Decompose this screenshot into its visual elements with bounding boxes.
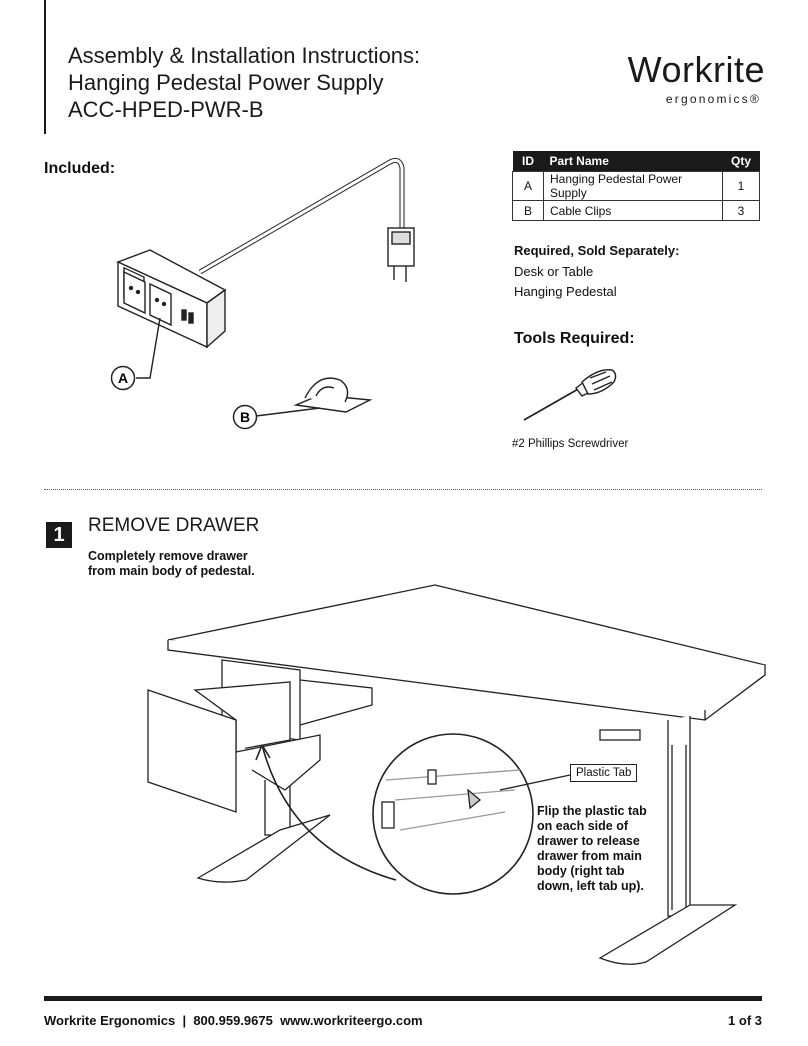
col-id: ID [512, 151, 544, 172]
title-line-1: Assembly & Installation Instructions: [68, 43, 421, 68]
parts-table: ID Part Name Qty A Hanging Pedestal Powe… [512, 151, 760, 221]
flip-line: drawer from main [537, 849, 642, 863]
flip-line: Flip the plastic tab [537, 804, 647, 818]
section-divider [44, 489, 762, 490]
row-qty: 1 [722, 171, 760, 201]
document-title: Assembly & Installation Instructions: Ha… [68, 42, 420, 123]
row-id: A [512, 171, 544, 201]
step-desc-line: from main body of pedestal. [88, 564, 255, 578]
footer-rule [44, 996, 762, 1001]
logo-wordmark: Workrite [627, 49, 765, 90]
step-number-badge: 1 [46, 522, 72, 548]
flip-line: on each side of [537, 819, 628, 833]
header-rule [44, 0, 46, 134]
workrite-logo: Workrite ergonomics® [560, 49, 765, 107]
callout-a-badge: A [110, 365, 136, 391]
row-name: Hanging Pedestal Power Supply [543, 171, 723, 201]
tools-heading: Tools Required: [514, 330, 635, 347]
row-name: Cable Clips [543, 200, 723, 221]
plastic-tab-callout: Plastic Tab [570, 764, 638, 782]
step-desc-line: Completely remove drawer [88, 549, 248, 563]
col-part-name: Part Name [543, 151, 723, 172]
callout-b-badge: B [232, 404, 258, 430]
screwdriver-icon [523, 369, 617, 421]
flip-line: body (right tab [537, 864, 625, 878]
title-line-3: ACC-HPED-PWR-B [68, 97, 264, 122]
footer-contact: Workrite Ergonomics | 800.959.9675 www.w… [44, 1013, 423, 1028]
step-description: Completely remove drawer from main body … [88, 549, 255, 579]
tool-caption: #2 Phillips Screwdriver [512, 438, 629, 450]
table-row: A Hanging Pedestal Power Supply 1 [512, 171, 760, 201]
flip-line: down, left tab up). [537, 879, 644, 893]
row-id: B [512, 200, 544, 221]
title-line-2: Hanging Pedestal Power Supply [68, 70, 384, 95]
callout-a-label: A [118, 370, 128, 386]
table-row: B Cable Clips 3 [512, 200, 760, 221]
row-qty: 3 [722, 200, 760, 221]
required-heading: Required, Sold Separately: [514, 243, 680, 258]
required-item: Hanging Pedestal [514, 284, 617, 299]
callout-b-label: B [240, 409, 250, 425]
parts-table-header: ID Part Name Qty [512, 151, 760, 172]
included-heading: Included: [44, 160, 116, 177]
col-qty: Qty [722, 151, 760, 172]
page-number: 1 of 3 [728, 1013, 762, 1028]
required-item: Desk or Table [514, 264, 594, 279]
flip-line: drawer to release [537, 834, 640, 848]
step-title: REMOVE DRAWER [88, 515, 260, 536]
logo-tagline: ergonomics® [665, 92, 761, 106]
flip-instruction: Flip the plastic tab on each side of dra… [537, 804, 657, 894]
